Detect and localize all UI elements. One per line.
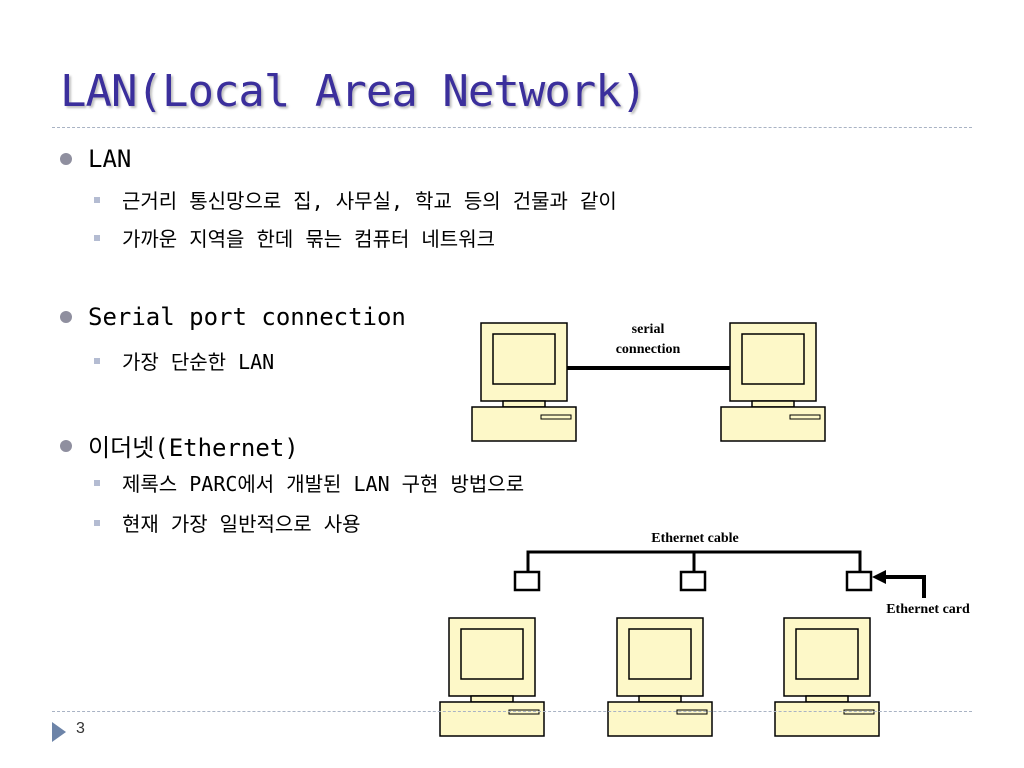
ethernet-card-icon xyxy=(679,570,707,592)
card-pointer-line xyxy=(882,575,926,598)
sub-bullet-text: 가까운 지역을 한데 묶는 컴퓨터 네트워크 xyxy=(122,227,496,251)
serial-label: serial xyxy=(632,322,665,337)
bullet-text: 이더넷(Ethernet) xyxy=(88,434,299,462)
sub-bullet: 현재 가장 일반적으로 사용 xyxy=(94,508,361,537)
bullet-ethernet: 이더넷(Ethernet) xyxy=(60,428,299,463)
sub-bullet-text: 가장 단순한 LAN xyxy=(122,350,275,374)
sub-bullet-text: 제록스 PARC에서 개발된 LAN 구현 방법으로 xyxy=(122,472,525,496)
sub-bullet-marker-icon xyxy=(94,234,100,241)
ethernet-cable-label: Ethernet cable xyxy=(651,531,738,546)
bullet-text: LAN xyxy=(88,145,132,173)
desktop-computer-icon xyxy=(471,322,577,442)
ethernet-card-label: Ethernet card xyxy=(886,602,970,617)
arrow-left-icon xyxy=(872,570,886,584)
sub-bullet-text: 현재 가장 일반적으로 사용 xyxy=(122,512,361,536)
sub-bullet-text: 근거리 통신망으로 집, 사무실, 학교 등의 건물과 같이 xyxy=(122,189,617,213)
bullet-dot-icon xyxy=(60,153,72,165)
bullet-dot-icon xyxy=(60,311,72,323)
sub-bullet-marker-icon xyxy=(94,479,100,486)
sub-bullet-marker-icon xyxy=(94,196,100,203)
desktop-computer-icon xyxy=(439,617,545,737)
title-divider xyxy=(52,127,972,128)
ethernet-diagram: Ethernet cable Ethernet card xyxy=(439,531,970,737)
slide-title: LAN(Local Area Network) xyxy=(60,66,647,117)
sub-bullet: 제록스 PARC에서 개발된 LAN 구현 방법으로 xyxy=(94,468,524,497)
triangle-right-icon xyxy=(52,722,66,742)
bullet-text: Serial port connection xyxy=(88,303,406,331)
connection-label: connection xyxy=(616,342,681,357)
serial-diagram: serial connection xyxy=(471,322,826,442)
sub-bullet: 가까운 지역을 한데 묶는 컴퓨터 네트워크 xyxy=(94,223,495,252)
sub-bullet: 근거리 통신망으로 집, 사무실, 학교 등의 건물과 같이 xyxy=(94,185,617,214)
desktop-computer-icon xyxy=(774,617,880,737)
bullet-lan: LAN xyxy=(60,145,131,173)
desktop-computer-icon xyxy=(607,617,713,737)
bullet-serial: Serial port connection xyxy=(60,303,406,331)
footer-divider xyxy=(52,711,972,712)
page-number: 3 xyxy=(76,720,85,737)
sub-bullet-marker-icon xyxy=(94,357,100,364)
ethernet-card-icon xyxy=(513,570,541,592)
sub-bullet: 가장 단순한 LAN xyxy=(94,346,274,375)
desktop-computer-icon xyxy=(720,322,826,442)
bullet-dot-icon xyxy=(60,439,72,452)
ethernet-card-icon xyxy=(845,570,873,592)
sub-bullet-marker-icon xyxy=(94,519,100,526)
